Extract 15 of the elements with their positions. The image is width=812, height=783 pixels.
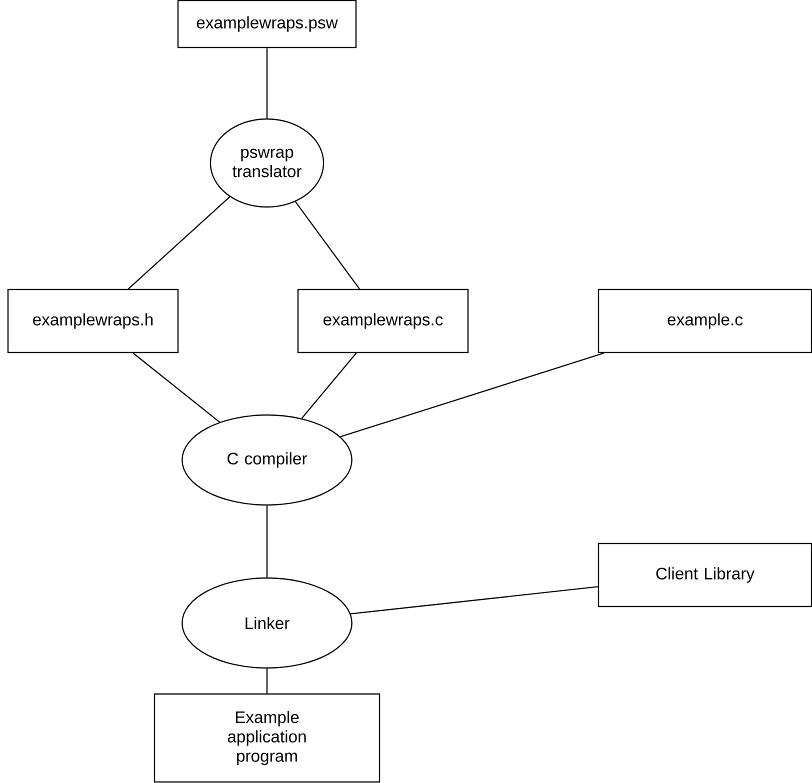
- connector-line: [266, 48, 268, 118]
- file-box: example.c: [598, 288, 812, 354]
- connector-line: [301, 352, 357, 419]
- file-box: Client Library: [598, 542, 812, 608]
- file-box: examplewraps.c: [297, 288, 469, 354]
- connector-line: [132, 352, 220, 423]
- file-box: Example application program: [154, 693, 380, 783]
- connector-line: [350, 586, 598, 614]
- file-box: examplewraps.psw: [177, 0, 357, 48]
- connector-line: [266, 668, 268, 694]
- connector-line: [128, 196, 230, 290]
- file-box: examplewraps.h: [7, 288, 179, 354]
- connector-line: [266, 506, 268, 578]
- connector-line: [340, 352, 604, 438]
- connector-line: [294, 201, 360, 290]
